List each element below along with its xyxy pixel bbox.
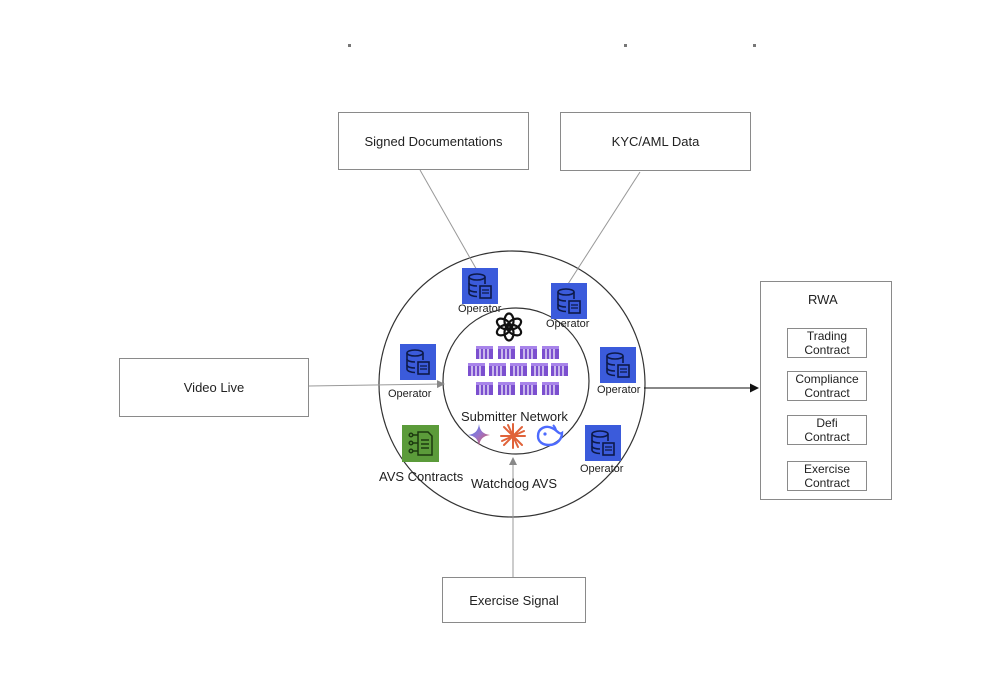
- database-operator-icon: [551, 283, 587, 319]
- avs-contracts-label: AVS Contracts: [379, 469, 464, 484]
- exercise-signal-box: Exercise Signal: [442, 577, 586, 623]
- operator-label: Operator: [597, 384, 641, 396]
- submitter-network-label: Submitter Network: [461, 409, 568, 424]
- video-live-box: Video Live: [119, 358, 309, 417]
- deepseek-whale-icon: [536, 424, 564, 447]
- trading-contract-box: Trading Contract: [787, 328, 867, 358]
- database-operator-icon: [585, 425, 621, 461]
- gemini-sparkle-icon: [468, 424, 490, 446]
- operator-label: Operator: [580, 463, 624, 475]
- video-live-arrow: [308, 380, 445, 389]
- watchdog-avs-label: Watchdog AVS: [471, 476, 557, 491]
- top-mark: [624, 44, 627, 47]
- rwa-title: RWA: [808, 292, 838, 307]
- openai-logo-icon: [495, 312, 523, 342]
- operator-label: Operator: [458, 303, 502, 315]
- top-mark: [348, 44, 351, 47]
- signed-docs-connector: [419, 169, 479, 273]
- operator-label: Operator: [388, 388, 432, 400]
- watchdog-outer-circle: [378, 250, 646, 518]
- database-operator-icon: [600, 347, 636, 383]
- rwa-panel: [760, 281, 892, 500]
- database-operator-icon: [400, 344, 436, 380]
- operator-label: Operator: [546, 318, 590, 330]
- kyc-aml-data-box: KYC/AML Data: [560, 112, 751, 171]
- database-operator-icon: [462, 268, 498, 304]
- defi-contract-box: Defi Contract: [787, 415, 867, 445]
- compliance-contract-box: Compliance Contract: [787, 371, 867, 401]
- container-cluster-icon: [468, 345, 568, 396]
- top-mark: [753, 44, 756, 47]
- claude-spark-icon: [500, 423, 526, 449]
- signed-documentations-box: Signed Documentations: [338, 112, 529, 170]
- contract-document-icon: [402, 425, 439, 462]
- exercise-contract-box: Exercise Contract: [787, 461, 867, 491]
- kyc-connector: [567, 171, 641, 285]
